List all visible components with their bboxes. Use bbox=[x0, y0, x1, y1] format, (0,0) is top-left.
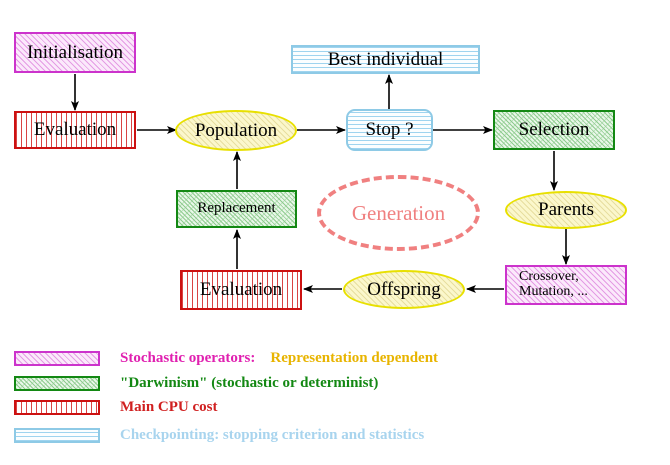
node-initialisation-label: Initialisation bbox=[26, 41, 124, 63]
legend-row-checkpointing: Checkpointing: stopping criterion and st… bbox=[14, 427, 424, 444]
node-parents[interactable]: Parents bbox=[505, 191, 627, 229]
node-best-individual[interactable]: Best individual bbox=[291, 45, 480, 74]
legend-row-stochastic-operators: Stochastic operators: Representation dep… bbox=[14, 350, 438, 367]
node-evaluation-bottom-label: Evaluation bbox=[199, 279, 283, 301]
legend-label-stochastic-operators-primary: Stochastic operators: bbox=[120, 350, 256, 366]
node-replacement[interactable]: Replacement bbox=[176, 190, 297, 228]
node-population[interactable]: Population bbox=[175, 110, 297, 151]
legend-label-stochastic-operators-secondary: Representation dependent bbox=[270, 350, 439, 366]
node-variation-label: Crossover, Mutation, ... bbox=[519, 269, 588, 299]
node-variation[interactable]: Crossover, Mutation, ... bbox=[505, 265, 627, 305]
node-offspring-label: Offspring bbox=[367, 278, 441, 300]
node-selection-label: Selection bbox=[518, 119, 590, 141]
legend-swatch-blue-horizontal bbox=[14, 428, 100, 443]
legend-swatch-red-vertical bbox=[14, 400, 100, 415]
node-stop-label: Stop ? bbox=[365, 119, 414, 141]
node-generation: Generation bbox=[317, 175, 480, 251]
node-evaluation-top[interactable]: Evaluation bbox=[14, 111, 136, 149]
node-replacement-label: Replacement bbox=[197, 200, 276, 217]
node-population-label: Population bbox=[194, 119, 278, 141]
node-stop[interactable]: Stop ? bbox=[346, 109, 433, 151]
node-parents-label: Parents bbox=[538, 199, 594, 221]
node-initialisation[interactable]: Initialisation bbox=[14, 32, 136, 73]
legend-swatch-green-hatch bbox=[14, 376, 100, 391]
legend-label-main-cpu-cost: Main CPU cost bbox=[120, 399, 218, 415]
node-best-individual-label: Best individual bbox=[327, 48, 444, 70]
legend-row-darwinism: "Darwinism" (stochastic or determinist) bbox=[14, 375, 378, 392]
legend-swatch-magenta-hatch bbox=[14, 351, 100, 366]
node-selection[interactable]: Selection bbox=[493, 110, 615, 150]
node-evaluation-bottom[interactable]: Evaluation bbox=[180, 270, 302, 310]
legend-label-checkpointing: Checkpointing: stopping criterion and st… bbox=[120, 427, 425, 443]
legend-label-stochastic-operators: Stochastic operators: Representation dep… bbox=[120, 350, 438, 367]
legend-row-main-cpu-cost: Main CPU cost bbox=[14, 399, 218, 416]
node-evaluation-top-label: Evaluation bbox=[33, 119, 117, 141]
legend-label-darwinism: "Darwinism" (stochastic or determinist) bbox=[120, 375, 379, 391]
node-generation-label: Generation bbox=[351, 200, 446, 225]
node-offspring[interactable]: Offspring bbox=[343, 270, 465, 309]
